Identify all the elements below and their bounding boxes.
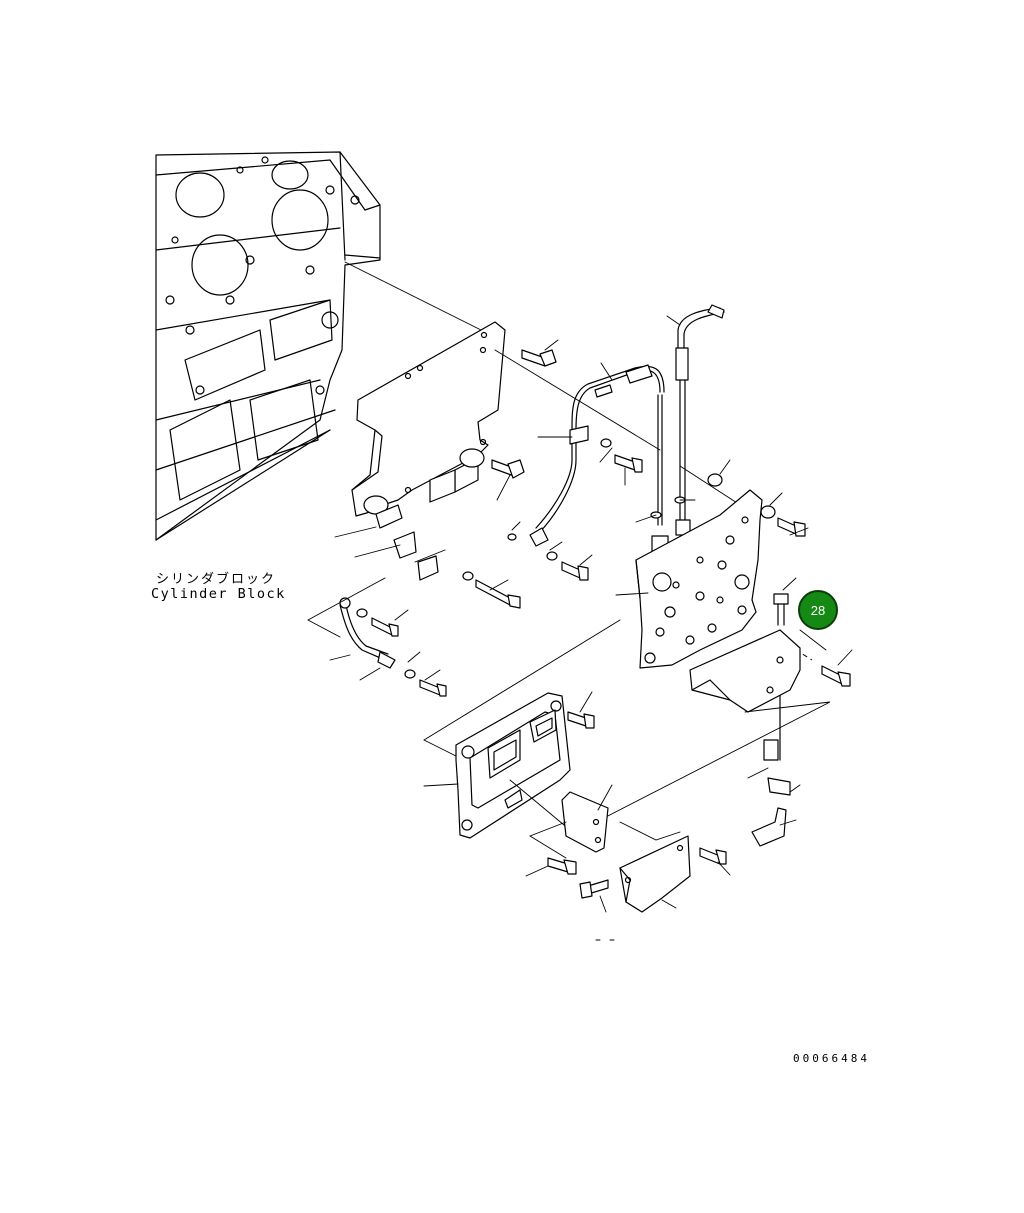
lower-bracket [689, 629, 801, 713]
callout-number: 28 [810, 602, 826, 618]
mounting-bracket [351, 321, 506, 517]
ground-strap [339, 597, 447, 697]
small-clamp [751, 739, 791, 847]
bolt-cover-left [579, 879, 609, 899]
bracket-clip [393, 531, 446, 581]
callout-badge[interactable]: 28 [798, 590, 838, 630]
rubber-mounts [363, 448, 485, 529]
bolt-tube [561, 561, 589, 581]
drawing-number: 00066484 [793, 1052, 870, 1065]
controller-bracket [561, 791, 609, 853]
bolt-lower-right [821, 665, 851, 687]
cylinder-block [155, 151, 381, 541]
bolt-center [491, 459, 525, 479]
bolt-cover-right [699, 847, 727, 865]
bolt-controller [567, 711, 595, 729]
cylinder-block-label-jp: シリンダブロック [156, 572, 277, 587]
controller-unit [455, 692, 571, 839]
valve-block [635, 489, 763, 669]
cover-plate [619, 835, 691, 913]
cylinder-block-label-en: Cylinder Block [151, 586, 286, 602]
bolt-lower-left [547, 857, 577, 875]
bolt-valve-right [777, 517, 806, 537]
long-bolt [475, 579, 521, 609]
bolt-upper-mid [614, 454, 643, 473]
bolt-bracket-top [521, 349, 557, 367]
